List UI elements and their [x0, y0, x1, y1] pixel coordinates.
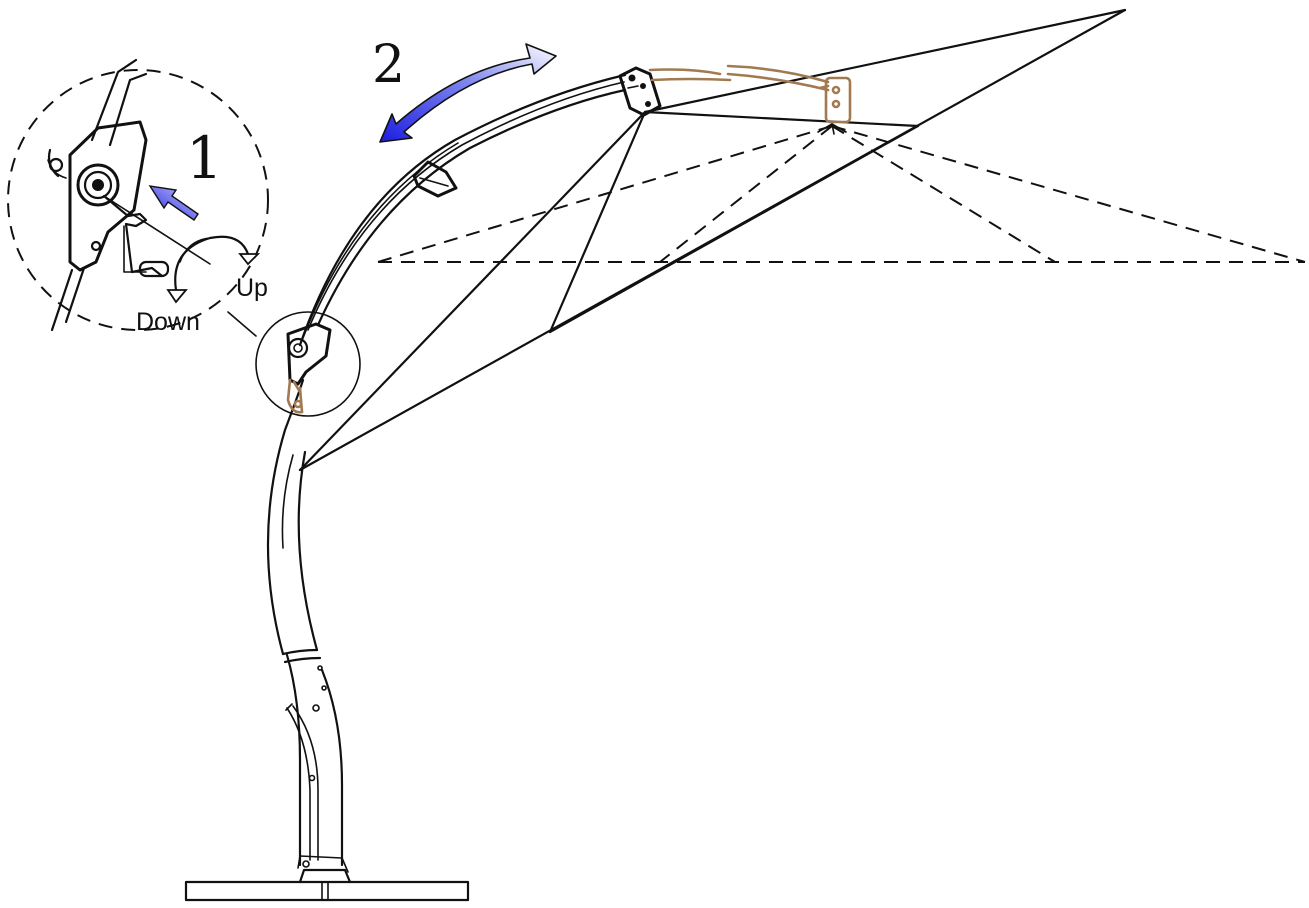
up-label: Up [236, 274, 268, 302]
detail-bubble: 1 Up Down [7, 58, 269, 336]
step-2-label: 2 [372, 35, 405, 95]
crank-detail-callout [227, 311, 361, 417]
canopy-tilted [377, 125, 1306, 263]
umbrella-base [184, 855, 470, 902]
tilted-hub-ghost [648, 64, 852, 135]
top-hinge [618, 66, 662, 117]
push-arrow-icon [148, 185, 199, 221]
arm-slider [412, 160, 458, 198]
step-1-label: 1 [186, 124, 223, 192]
curved-double-arrow-icon [379, 43, 557, 143]
down-label: Down [136, 308, 200, 336]
umbrella-mast [266, 73, 627, 867]
rotation-arrows-icon [166, 235, 261, 304]
canopy-current [298, 8, 1127, 472]
